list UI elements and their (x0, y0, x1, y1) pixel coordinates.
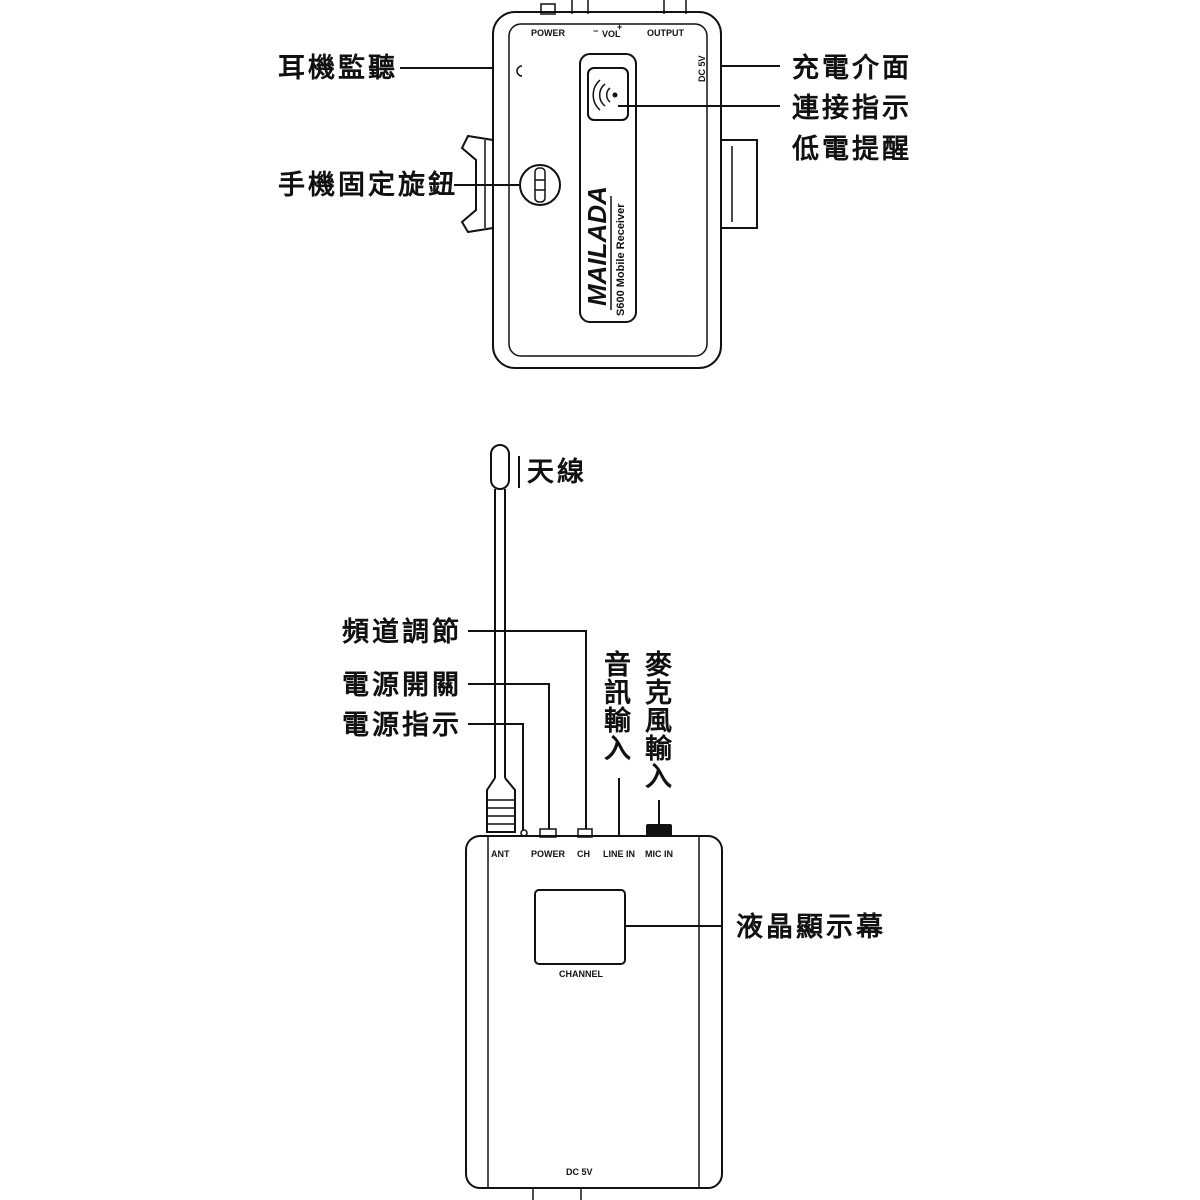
link-indicator-button (587, 67, 629, 121)
receiver-port-vol-label: VOL (602, 29, 621, 39)
mic-in-jack (646, 824, 672, 837)
tx-port-mic-label: MIC IN (645, 849, 673, 859)
transmitter-callouts: 天線 頻道調節 電源開關 電源指示 音 訊 輸 入 麥 克 風 輸 入 液晶顯示… (342, 456, 886, 943)
receiver-port-output-label: OUTPUT (647, 28, 685, 38)
receiver-body-outer (492, 11, 722, 369)
callout-mic-in-1: 麥 (644, 650, 675, 681)
callout-channel-adjust: 頻道調節 (342, 616, 462, 648)
callout-lcd: 液晶顯示幕 (736, 912, 886, 943)
callout-mic-in-2: 克 (645, 677, 675, 709)
callout-audio-in-1: 音 (604, 649, 634, 681)
transmitter-device: ANT POWER CH LINE IN MIC IN CHANNEL DC 5… (465, 444, 723, 1200)
phone-knob (519, 164, 561, 206)
lcd-screen (534, 889, 626, 965)
tx-channel-label: CHANNEL (559, 969, 604, 979)
callout-antenna: 天線 (527, 456, 587, 488)
callout-audio-in-2: 訊 (604, 677, 634, 709)
tx-port-power-label: POWER (531, 849, 566, 859)
callout-low-battery: 低電提醒 (791, 134, 912, 165)
receiver-brand-logo: MAILADA (582, 186, 612, 306)
receiver-model-label: S600 Mobile Receiver (615, 203, 627, 316)
wireless-signal-icon (592, 79, 618, 111)
antenna-tip (490, 444, 510, 490)
receiver-port-dc-label: DC 5V (697, 55, 707, 82)
receiver-power-switch (540, 3, 556, 15)
transmitter-body (465, 835, 723, 1189)
callout-charge: 充電介面 (792, 52, 912, 84)
antenna-base (486, 777, 516, 833)
callout-mic-in-4: 輸 (645, 733, 675, 765)
receiver-port-power-label: POWER (531, 28, 566, 38)
callout-power-indicator: 電源指示 (342, 710, 462, 741)
receiver-body-inner (508, 23, 708, 357)
callout-phone-knob: 手機固定旋鈕 (278, 169, 458, 201)
receiver-center-panel (579, 53, 637, 323)
callout-headphone: 耳機監聽 (278, 53, 398, 84)
receiver-vol-minus: − (593, 26, 598, 36)
tx-port-ant-label: ANT (491, 849, 510, 859)
callout-audio-in-3: 輸 (604, 705, 634, 737)
tx-port-line-label: LINE IN (603, 849, 635, 859)
receiver-device: POWER − VOL + OUTPUT DC 5V MAILADA S600 … (460, 0, 758, 369)
tx-dc-label: DC 5V (566, 1167, 593, 1177)
receiver-vol-plus: + (617, 22, 622, 32)
callout-mic-in-5: 入 (645, 762, 675, 793)
callout-mic-in-3: 風 (645, 706, 675, 737)
callout-link-indicator: 連接指示 (792, 93, 912, 124)
tx-port-ch-label: CH (577, 849, 590, 859)
callout-power-switch: 電源開關 (342, 670, 462, 701)
headphone-icon (516, 65, 523, 77)
receiver-right-clip (721, 139, 758, 229)
receiver-callouts: 耳機監聽 充電介面 連接指示 低電提醒 手機固定旋鈕 (278, 52, 912, 201)
callout-audio-in-4: 入 (604, 734, 634, 765)
